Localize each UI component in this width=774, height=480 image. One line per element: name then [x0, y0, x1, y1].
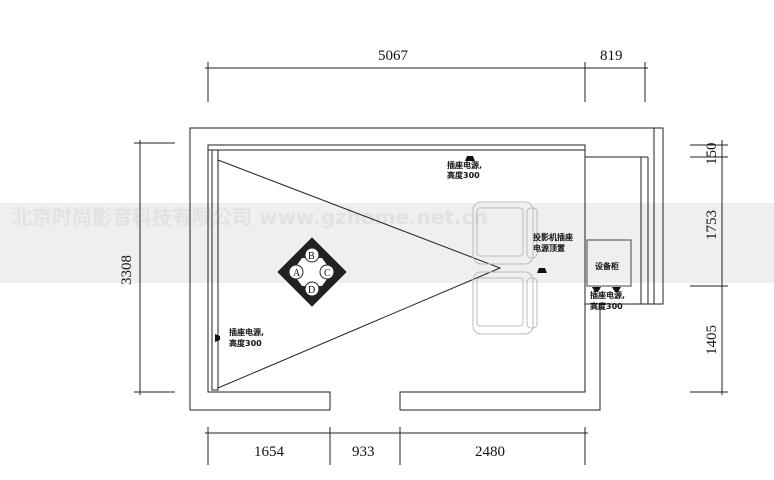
watermark-band: [0, 203, 774, 283]
seats: [472, 201, 538, 335]
dim-bottom-2480: 2480: [475, 444, 505, 460]
dim-right-1753: 1753: [704, 210, 720, 240]
dim-bottom-1654: 1654: [254, 444, 285, 460]
outlet-right-label: 插座电源,: [590, 290, 625, 300]
dimension-lines: [134, 62, 728, 465]
outlet-top-label: 插座电源,: [447, 160, 482, 170]
speaker-diamond: A B C D: [277, 237, 347, 307]
dim-right-1405: 1405: [704, 325, 720, 355]
projector-outlet-note: 电源顶置: [533, 243, 565, 253]
walls: [189, 127, 664, 411]
equipment-cabinet: [586, 239, 632, 287]
dim-bottom-933: 933: [352, 444, 375, 460]
watermark: 北京时尚影音科技有限公司 www.gzhome.net.cn: [12, 205, 488, 229]
speaker-b: B: [308, 251, 315, 262]
cabinet-label: 设备柜: [595, 261, 619, 271]
outlet-top-height: 高度300: [447, 170, 480, 180]
outlet-left-label: 插座电源,: [229, 327, 264, 337]
projection-cone: [217, 159, 502, 389]
outlet-left-height: 高度300: [229, 338, 262, 348]
speaker-d: D: [308, 285, 315, 296]
projector-outlet-label: 投影机插座: [533, 232, 573, 242]
dim-left-3308: 3308: [119, 255, 135, 285]
dim-top-819: 819: [600, 48, 623, 64]
speaker-a: A: [293, 268, 301, 279]
speaker-c: C: [324, 268, 331, 279]
dim-top-5067: 5067: [378, 48, 409, 64]
dim-right-150: 150: [704, 143, 720, 166]
outlet-icons: [215, 156, 621, 342]
outlet-right-height: 高度300: [590, 301, 623, 311]
